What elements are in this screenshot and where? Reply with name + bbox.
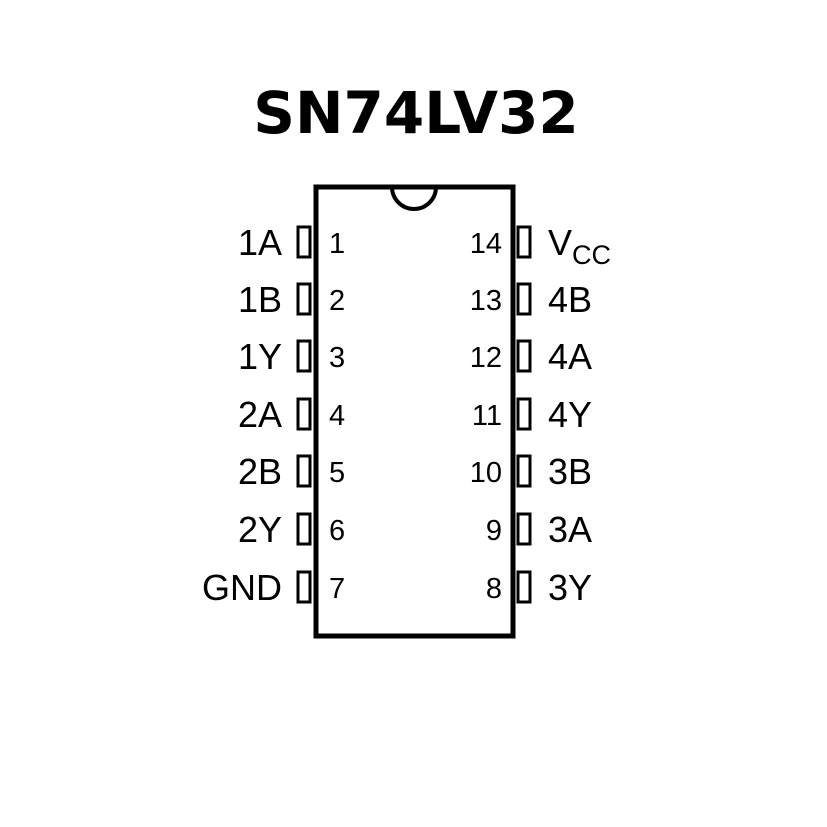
pin-number: 14	[470, 228, 502, 260]
pin-3	[296, 339, 312, 373]
pin-number: 11	[472, 400, 502, 432]
pin-label-text: 3B	[548, 451, 592, 492]
pin-label-text: V	[548, 222, 572, 263]
pin-13	[516, 282, 532, 316]
pin-number: 4	[329, 400, 345, 432]
pin-label: 1A	[238, 222, 282, 263]
pin-label: GND	[202, 567, 282, 608]
pin-label: 2A	[238, 394, 282, 435]
pin-label: VCC	[548, 222, 611, 270]
pin-label: 1B	[238, 279, 282, 320]
pin-14	[516, 225, 532, 259]
pin-6	[296, 512, 312, 546]
pin-5	[296, 454, 312, 488]
pin-number: 8	[486, 573, 502, 605]
pin-8	[516, 570, 532, 604]
pin-label-text: 3Y	[548, 567, 592, 608]
pin-label-text: 4B	[548, 279, 592, 320]
chip-body	[313, 184, 516, 639]
chip-title: SN74LV32	[253, 79, 579, 147]
pin-11	[516, 397, 532, 431]
pin-4	[296, 397, 312, 431]
pin-7	[296, 570, 312, 604]
pin-9	[516, 512, 532, 546]
pin-label: 4A	[548, 336, 592, 377]
pin-label: 3Y	[548, 567, 592, 608]
pin-label-text: 4Y	[548, 394, 592, 435]
pin-label-subscript: CC	[572, 240, 611, 270]
pin-label: 2Y	[238, 509, 282, 550]
pin-label: 4Y	[548, 394, 592, 435]
pin-label: 4B	[548, 279, 592, 320]
pin-label-text: 3A	[548, 509, 592, 550]
pin-label: 1Y	[238, 336, 282, 377]
pin-label-text: 4A	[548, 336, 592, 377]
pin-number: 6	[329, 515, 345, 547]
pin-number: 9	[486, 515, 502, 547]
pin-1	[296, 225, 312, 259]
pin-number: 5	[329, 457, 345, 489]
pin-number: 2	[329, 285, 345, 317]
pin-2	[296, 282, 312, 316]
pin-12	[516, 339, 532, 373]
pin-10	[516, 454, 532, 488]
pin-number: 13	[470, 285, 502, 317]
pin-number: 7	[329, 573, 345, 605]
pin-number: 3	[329, 342, 345, 374]
pin-number: 1	[329, 228, 345, 260]
pin-number: 12	[470, 342, 502, 374]
pin-label: 2B	[238, 451, 282, 492]
chip-notch	[390, 186, 438, 211]
pin-label: 3A	[548, 509, 592, 550]
pin-label: 3B	[548, 451, 592, 492]
pin-number: 10	[470, 457, 502, 489]
